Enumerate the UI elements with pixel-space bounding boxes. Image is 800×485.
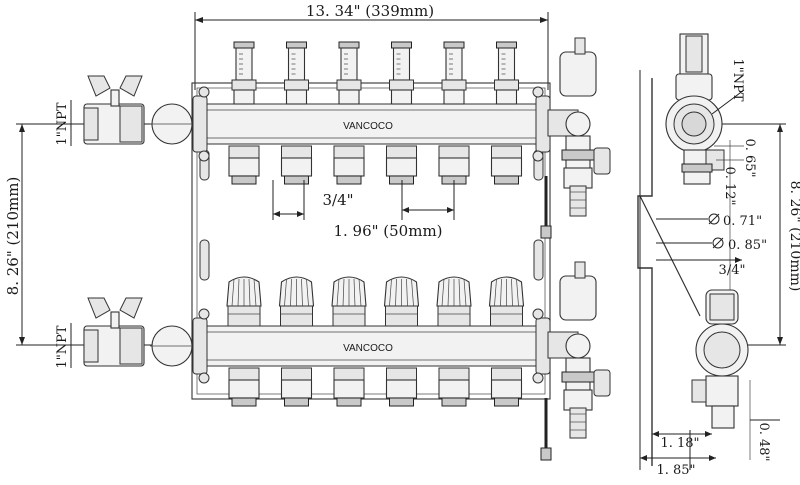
flow-meters	[231, 41, 519, 105]
side-071-label: 0. 71"	[723, 214, 762, 229]
drain-levers	[540, 176, 552, 461]
outlet-fitting-top	[385, 145, 418, 185]
outlet-fitting-top	[228, 145, 260, 185]
right-height-label: 8. 26" (210mm)	[787, 181, 800, 292]
loop-spacing-dimension: 1. 96" (50mm)	[333, 180, 455, 240]
balancing-cap	[436, 276, 472, 327]
balancing-cap	[226, 276, 262, 327]
flow-meter	[389, 41, 414, 105]
supply-brand-label: VANCOCO	[343, 121, 393, 132]
overall-width-dimension: 13. 34" (339mm)	[194, 2, 549, 90]
outlet-fitting-top	[490, 145, 523, 185]
side-top-unit	[665, 33, 744, 290]
flow-meter	[284, 41, 309, 105]
side-085-label: 0. 85"	[728, 238, 767, 253]
supply-manifold-bar: VANCOCO	[192, 95, 551, 153]
side-npt-label: 1"NPT	[730, 58, 745, 101]
side-185-dimension: 1. 85"	[640, 455, 716, 478]
top-vent-drain-assembly	[547, 37, 611, 217]
flow-meter	[231, 41, 257, 105]
balancing-cap	[383, 276, 420, 327]
outlet-fitting-bottom	[280, 367, 313, 407]
outlet-fitting-bottom	[333, 367, 365, 407]
inlet-npt-label-top: 1"NPT	[55, 102, 70, 145]
flow-meter	[336, 41, 362, 105]
outlet-fitting-top	[280, 145, 313, 185]
outlet-fitting-top	[438, 145, 470, 185]
side-048-label: 0. 48"	[756, 422, 771, 461]
balancing-cap	[331, 276, 367, 327]
balancing-cap	[278, 276, 315, 327]
balancing-valve-caps	[226, 276, 525, 327]
side-185-label: 1. 85"	[656, 463, 695, 478]
loop-spacing-label: 1. 96" (50mm)	[333, 222, 442, 240]
mounting-screws	[198, 86, 544, 384]
loop-outlet-fittings	[228, 145, 523, 407]
left-height-label: 8. 26" (210mm)	[4, 177, 22, 296]
inlet-npt-label-bottom: 1"NPT	[55, 325, 70, 368]
side-34-dimension: 3/4"	[656, 257, 745, 278]
loop-connection-label: 3/4"	[322, 191, 353, 209]
side-118-label: 1. 18"	[660, 436, 699, 451]
outlet-fitting-top	[333, 145, 365, 185]
side-012-label: 0. 12"	[722, 166, 737, 205]
overall-width-label: 13. 34" (339mm)	[306, 2, 434, 20]
flow-meter	[441, 41, 467, 105]
side-view: 8. 26" (210mm)	[637, 33, 800, 478]
outlet-fitting-bottom	[438, 367, 470, 407]
side-118-dimension: 1. 18"	[652, 431, 712, 451]
front-view: 13. 34" (339mm) 8. 26" (210mm) 1"NPT 1"N…	[4, 2, 611, 461]
side-085-dimension: 0. 85"	[656, 237, 767, 253]
balancing-cap	[488, 276, 525, 327]
top-ball-valve	[83, 75, 194, 145]
outlet-fitting-bottom	[228, 367, 260, 407]
bottom-vent-drain-assembly	[547, 261, 611, 439]
side-048-dimension: 0. 48"	[750, 419, 780, 462]
return-brand-label: VANCOCO	[343, 343, 393, 354]
side-071-dimension: 0. 71"	[656, 213, 762, 229]
side-bottom-unit	[691, 289, 751, 460]
side-34-label: 3/4"	[719, 263, 746, 278]
return-manifold-bar: VANCOCO	[192, 317, 551, 375]
outlet-fitting-bottom	[490, 367, 523, 407]
side-065-label: 0. 65"	[742, 138, 757, 177]
outlet-fitting-bottom	[385, 367, 418, 407]
loop-connection-dimension: 3/4"	[272, 180, 354, 220]
bottom-ball-valve	[83, 297, 194, 367]
flow-meter	[494, 41, 519, 105]
